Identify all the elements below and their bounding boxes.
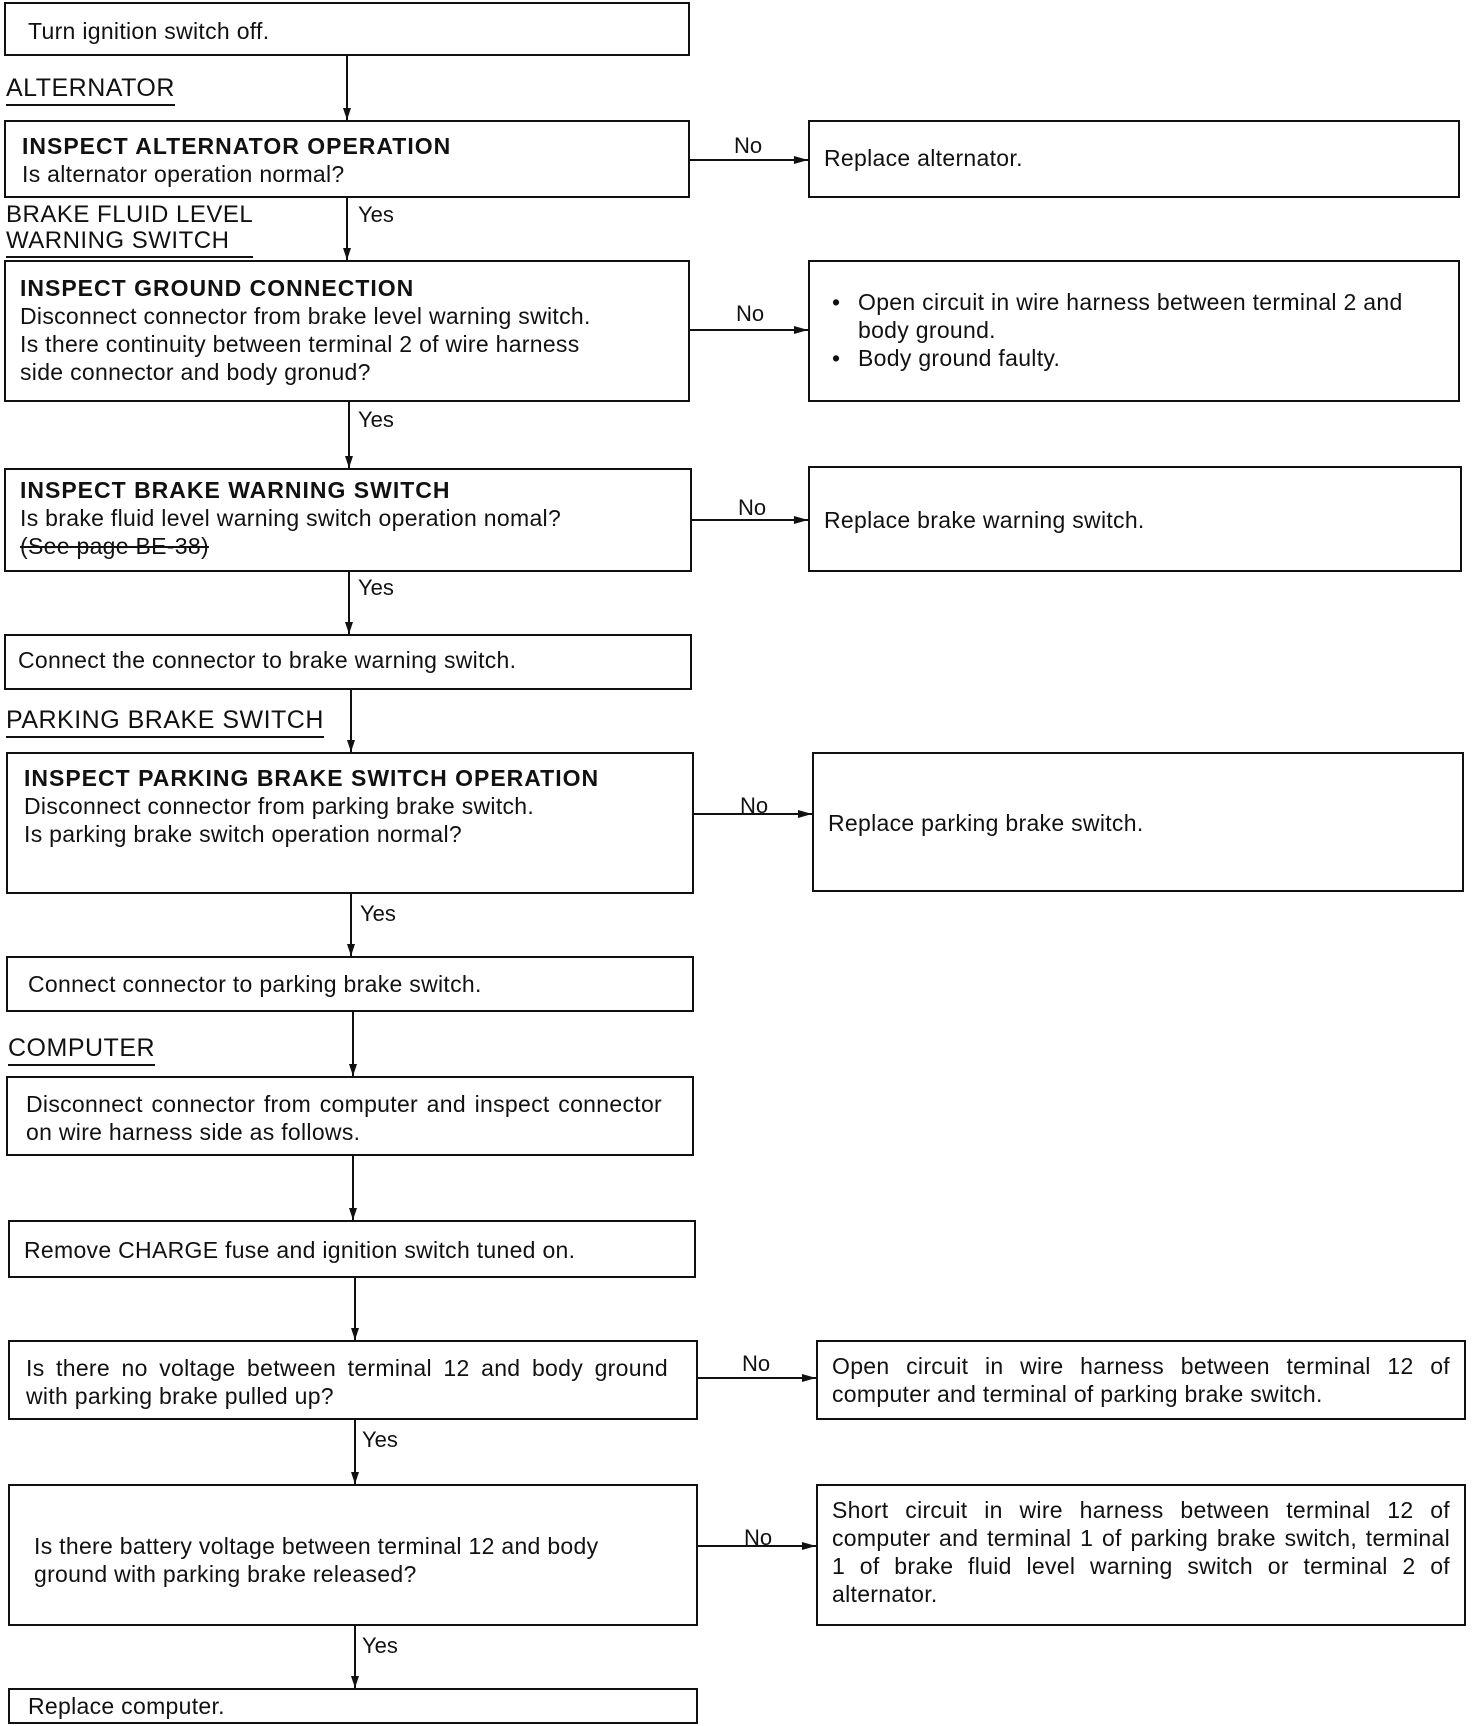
step-ignition-off-text: Turn ignition switch off. [28, 18, 270, 44]
section-alternator: ALTERNATOR [6, 74, 175, 106]
no-label-parking-brake: No [740, 793, 769, 818]
inspect-ground-line3: side connector and body gronud? [20, 359, 371, 385]
connector-connect-to-computer-arrowhead [349, 1064, 357, 1076]
battery-voltage-check-text: Is there battery voltage between termina… [34, 1533, 599, 1587]
short-circuit-text: Short circuit in wire harness between te… [832, 1497, 1450, 1607]
no-label-no-voltage: No [742, 1351, 771, 1376]
connector-parking-to-connect-arrowhead [347, 944, 355, 956]
no-voltage-check-box: Is there no voltage between terminal 12 … [8, 1340, 698, 1420]
connect-brake-warning-box: Connect the connector to brake warning s… [4, 634, 692, 690]
connect-parking-brake-box: Connect connector to parking brake switc… [6, 956, 694, 1012]
yes-label-battery-voltage: Yes [362, 1633, 398, 1658]
connector-voltage-no-arrowhead [802, 1374, 816, 1382]
connector-battery-no-arrowhead [802, 1542, 816, 1550]
inspect-brake-warning-page-ref: (See page BE-38) [20, 533, 209, 559]
inspect-brake-warning-question: Is brake fluid level warning switch oper… [20, 505, 562, 531]
section-brake-fluid-line2: WARNING SWITCH [6, 227, 230, 254]
battery-voltage-check-box: Is there battery voltage between termina… [8, 1484, 698, 1626]
open-circuit-12-box: Open circuit in wire harness between ter… [816, 1340, 1466, 1420]
connector-ignition-to-alternator-arrowhead [343, 108, 351, 120]
replace-alternator-box: Replace alternator. [808, 120, 1460, 198]
open-circuit-12-text: Open circuit in wire harness between ter… [832, 1353, 1450, 1407]
replace-brake-warning-box: Replace brake warning switch. [808, 466, 1462, 572]
no-label-ground: No [736, 301, 765, 326]
inspect-parking-brake-title: INSPECT PARKING BRAKE SWITCH OPERATION [24, 765, 600, 791]
replace-brake-warning-text: Replace brake warning switch. [824, 507, 1145, 533]
yes-label-no-voltage: Yes [362, 1427, 398, 1452]
inspect-parking-brake-line1: Disconnect connector from parking brake … [24, 793, 535, 819]
connector-alternator-no-arrowhead [794, 156, 808, 164]
ground-fault-box: Open circuit in wire harness between ter… [808, 260, 1460, 402]
section-parking-brake-switch: PARKING BRAKE SWITCH [6, 706, 324, 738]
inspect-brake-warning-box: INSPECT BRAKE WARNING SWITCH Is brake fl… [4, 468, 692, 572]
connector-battery-to-replace-arrowhead [351, 1676, 359, 1688]
inspect-ground-line1: Disconnect connector from brake level wa… [20, 303, 591, 329]
connector-ground-to-brake-warning-arrowhead [345, 456, 353, 468]
connector-parking-no-arrowhead [798, 810, 812, 818]
connector-ground-no-arrowhead [794, 326, 808, 334]
replace-parking-brake-text: Replace parking brake switch. [828, 810, 1144, 836]
no-label-battery-voltage: No [744, 1525, 773, 1550]
no-label-alternator: No [734, 133, 763, 158]
ground-fault-list: Open circuit in wire harness between ter… [822, 288, 1440, 372]
connect-brake-warning-text: Connect the connector to brake warning s… [18, 647, 517, 673]
replace-alternator-text: Replace alternator. [824, 145, 1023, 171]
inspect-ground-line2: Is there continuity between terminal 2 o… [20, 331, 580, 357]
replace-computer-box: Replace computer. [8, 1688, 698, 1724]
no-voltage-check-text: Is there no voltage between terminal 12 … [26, 1355, 668, 1409]
inspect-alternator-box: INSPECT ALTERNATOR OPERATION Is alternat… [4, 120, 690, 198]
yes-label-alternator: Yes [358, 202, 394, 227]
remove-fuse-text: Remove CHARGE fuse and ignition switch t… [24, 1237, 576, 1263]
inspect-parking-brake-line2: Is parking brake switch operation normal… [24, 821, 463, 847]
yes-label-ground: Yes [358, 407, 394, 432]
connect-parking-brake-text: Connect connector to parking brake switc… [28, 971, 482, 997]
connector-alternator-to-ground-arrowhead [343, 248, 351, 260]
short-circuit-box: Short circuit in wire harness between te… [816, 1484, 1466, 1626]
inspect-brake-warning-title: INSPECT BRAKE WARNING SWITCH [20, 477, 451, 503]
replace-parking-brake-box: Replace parking brake switch. [812, 752, 1464, 892]
section-brake-fluid-level: BRAKE FLUID LEVEL WARNING SWITCH [6, 201, 254, 258]
yes-label-brake-warning: Yes [358, 575, 394, 600]
connector-voltage-to-battery-arrowhead [351, 1472, 359, 1484]
yes-label-parking-brake: Yes [360, 901, 396, 926]
inspect-alternator-title: INSPECT ALTERNATOR OPERATION [22, 133, 452, 159]
section-computer: COMPUTER [8, 1034, 156, 1066]
section-brake-fluid-line1: BRAKE FLUID LEVEL [6, 201, 254, 228]
remove-fuse-box: Remove CHARGE fuse and ignition switch t… [8, 1220, 696, 1278]
ground-fault-item-open-circuit: Open circuit in wire harness between ter… [822, 288, 1440, 344]
connector-brake-warning-to-connect-arrowhead [345, 622, 353, 634]
connector-computer-to-fuse-arrowhead [349, 1208, 357, 1220]
inspect-ground-box: INSPECT GROUND CONNECTION Disconnect con… [4, 260, 690, 402]
disconnect-computer-box: Disconnect connector from computer and i… [6, 1076, 694, 1156]
inspect-ground-title: INSPECT GROUND CONNECTION [20, 275, 415, 301]
connector-connect-to-parking-arrowhead [347, 740, 355, 752]
connector-fuse-to-voltage-arrowhead [351, 1328, 359, 1340]
step-ignition-off-box: Turn ignition switch off. [4, 2, 690, 56]
connector-brake-warning-no-arrowhead [794, 516, 808, 524]
ground-fault-item-body-ground: Body ground faulty. [822, 344, 1440, 372]
inspect-alternator-question: Is alternator operation normal? [22, 161, 345, 187]
inspect-parking-brake-box: INSPECT PARKING BRAKE SWITCH OPERATION D… [6, 752, 694, 894]
no-label-brake-warning: No [738, 495, 767, 520]
disconnect-computer-text: Disconnect connector from computer and i… [26, 1091, 662, 1145]
replace-computer-text: Replace computer. [28, 1693, 225, 1719]
